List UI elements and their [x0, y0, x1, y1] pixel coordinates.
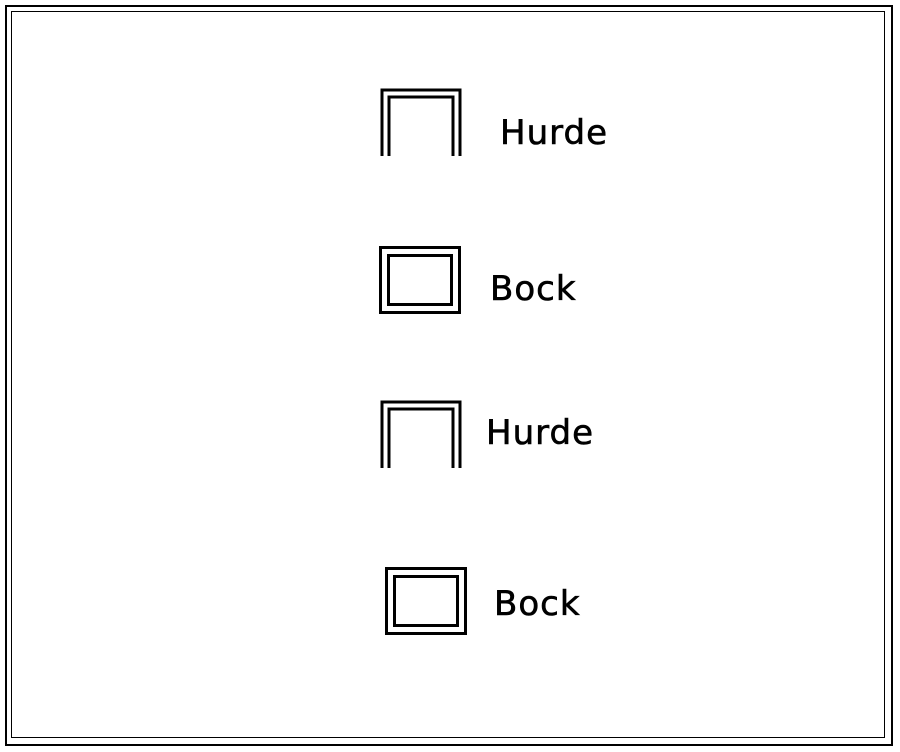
box-icon	[385, 567, 467, 635]
legend-item-box-2: Bock	[384, 566, 581, 636]
legend-item-hurdle-1: Hurde	[378, 86, 608, 156]
box-icon	[379, 246, 461, 314]
hurdle-icon	[380, 400, 462, 468]
legend-label: Bock	[490, 269, 577, 309]
inner-frame	[11, 11, 885, 738]
legend-label: Hurde	[500, 113, 608, 153]
legend-item-box-1: Bock	[378, 245, 577, 315]
hurdle-icon	[380, 88, 462, 156]
legend-label: Hurde	[486, 413, 594, 453]
outer-frame	[5, 5, 893, 746]
legend-label: Bock	[494, 584, 581, 624]
legend-item-hurdle-2: Hurde	[378, 398, 594, 468]
